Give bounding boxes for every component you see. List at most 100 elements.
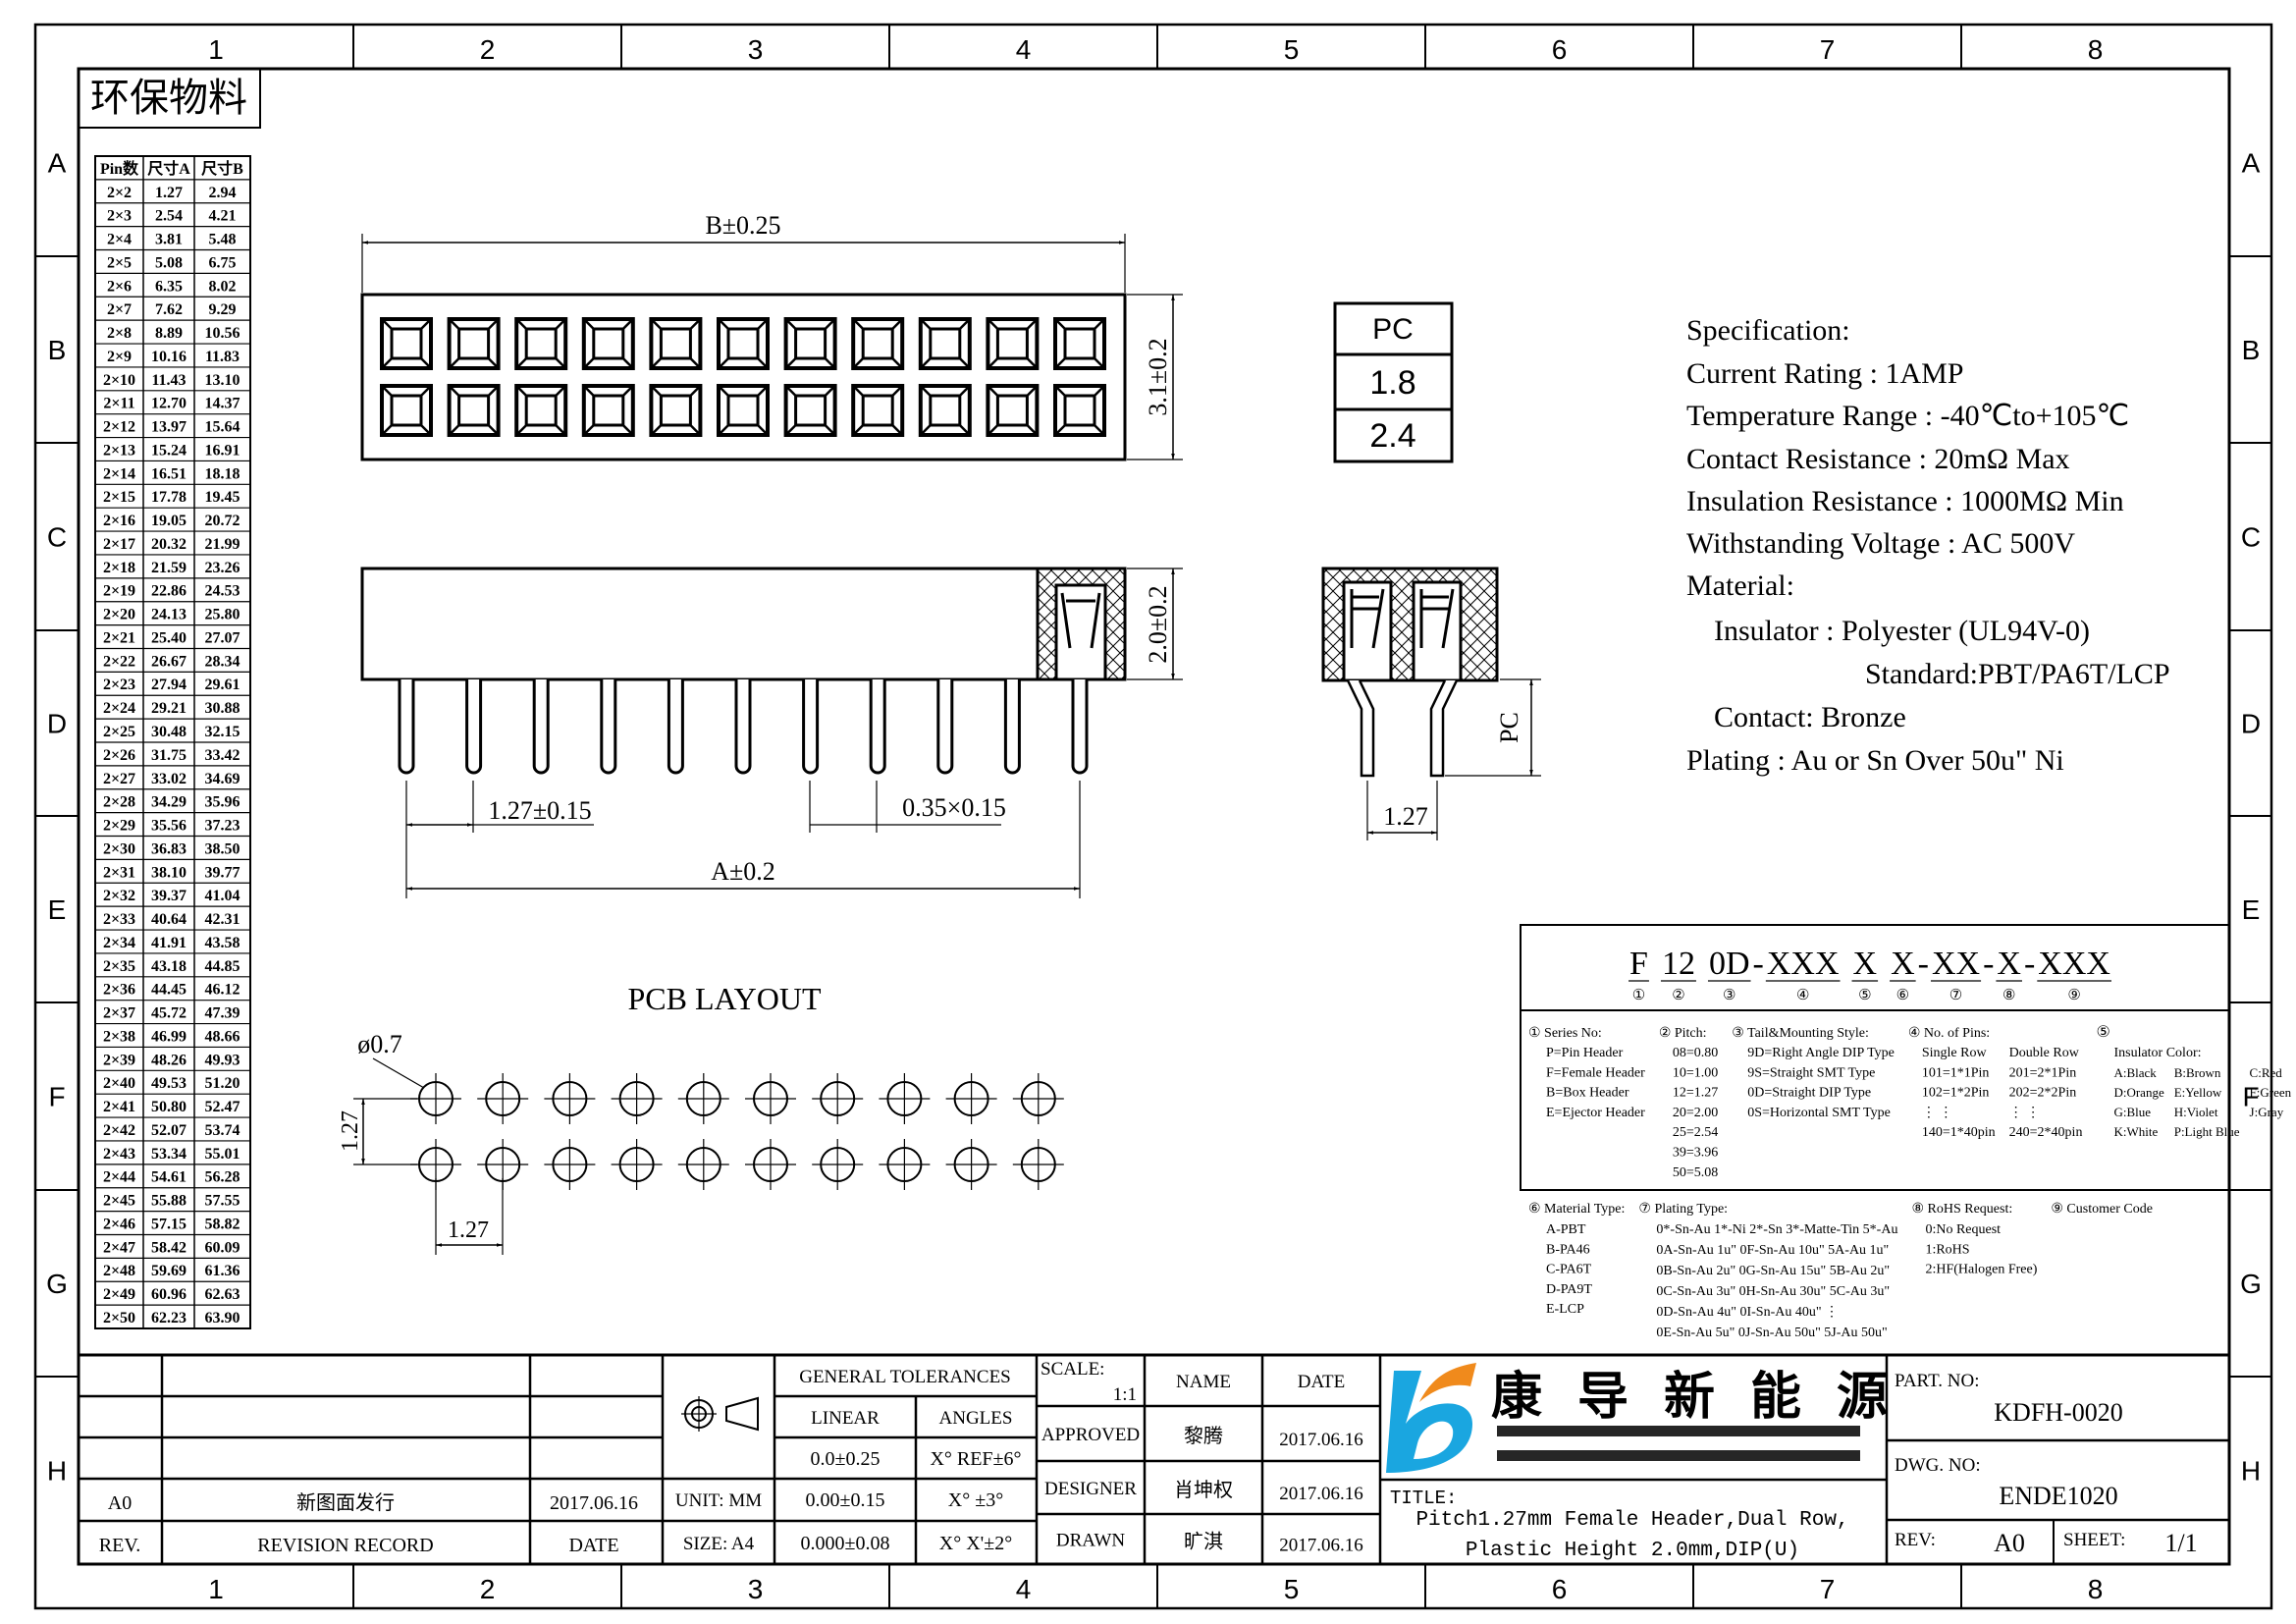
legend-item: 1:RoHS [1925, 1242, 1969, 1257]
legend-item: 08=0.80 [1673, 1046, 1718, 1060]
cavity-chamfer [718, 357, 729, 369]
cavity-chamfer [621, 424, 634, 436]
pin-table-cell: 18.18 [205, 465, 240, 482]
contact-cavity [918, 384, 972, 437]
cavity-chamfer [852, 318, 865, 330]
top-view-housing [360, 293, 1127, 461]
section-contact-spring [1060, 592, 1101, 649]
cavity-chamfer [420, 357, 432, 369]
legend-item: 9S=Straight SMT Type [1747, 1065, 1875, 1080]
legend-heading: ⑨ Customer Code [2051, 1202, 2153, 1217]
pin-table-cell: 60.96 [151, 1286, 187, 1303]
contact-cavity [581, 384, 635, 437]
pin-table-cell: 2×26 [103, 747, 135, 764]
cavity-chamfer [448, 318, 460, 330]
spec-line: Current Rating : 1AMP [1686, 357, 1964, 390]
cavity-chamfer [487, 357, 500, 369]
cavity-inner [659, 394, 692, 427]
pin-table-cell: 16.91 [205, 442, 240, 459]
zone-col-label: 8 [2088, 34, 2104, 65]
revision-number: A0 [108, 1492, 132, 1514]
contact-cavity [1053, 317, 1106, 370]
pin-table-cell: 46.99 [151, 1028, 187, 1045]
cavity-outer [918, 317, 972, 370]
pin-table-cell: 2×39 [103, 1052, 135, 1068]
cavity-chamfer [555, 385, 567, 397]
pin-table-cell: 29.21 [151, 700, 187, 717]
cavity-inner [1063, 327, 1096, 360]
legend-item: 50=5.08 [1673, 1165, 1718, 1180]
pcb-hole [879, 1073, 931, 1124]
legend-heading: ⑥ Material Type: [1528, 1202, 1625, 1217]
pin-table-cell: 2.94 [209, 185, 237, 201]
pin-table-cell: 15.64 [205, 419, 240, 436]
size-label: SIZE: A4 [683, 1534, 755, 1554]
cavity-chamfer [650, 424, 663, 436]
pin-table-cell: 52.47 [205, 1099, 240, 1115]
cavity-chamfer [919, 357, 932, 369]
pcb-hole [1012, 1139, 1064, 1190]
cavity-inner [524, 394, 558, 427]
cavity-chamfer [987, 424, 999, 436]
pin-table-cell: 53.74 [205, 1122, 240, 1139]
dimension-a-label: A±0.2 [711, 857, 775, 886]
contact-cavity [918, 317, 972, 370]
legend-item: 0B-Sn-Au 2u" 0G-Sn-Au 15u" 5B-Au 2u" [1656, 1264, 1890, 1278]
legend-item: E-LCP [1546, 1302, 1584, 1317]
logo-swoosh [1419, 1363, 1476, 1402]
pin-table-cell: 10.16 [151, 349, 187, 365]
pin-table-cell: 2×38 [103, 1028, 135, 1045]
cavity-inner [995, 394, 1029, 427]
pin-table-cell: 2×37 [103, 1005, 135, 1022]
pin-table-cell: 6.75 [209, 254, 237, 271]
pin-table-cell: 52.07 [151, 1122, 187, 1139]
company-name-char: 能 [1750, 1369, 1801, 1426]
pin-table-cell: 2×6 [107, 278, 132, 295]
cavity-chamfer [987, 318, 999, 330]
pin-table-cell: 2×42 [103, 1122, 135, 1139]
cavity-chamfer [718, 385, 729, 397]
legend-item: C:Red [2250, 1065, 2283, 1080]
revision-header: REVISION RECORD [257, 1535, 433, 1556]
spec-line: Plating : Au or Sn Over 50u" Ni [1686, 744, 2064, 777]
cavity-chamfer [448, 357, 460, 369]
legend-item: ⋮ ⋮ [1922, 1106, 1953, 1120]
legend-heading: ④ No. of Pins: [1908, 1026, 1990, 1041]
pin-table-cell: 2×49 [103, 1286, 135, 1303]
zone-row-label: D [47, 709, 67, 739]
pin-table-cell: 26.67 [151, 653, 187, 670]
cavity-chamfer [784, 385, 797, 397]
pin-table-cell: 2×31 [103, 864, 135, 881]
cavity-chamfer [582, 357, 595, 369]
legend-item: B=Box Header [1546, 1086, 1629, 1101]
cavity-chamfer [381, 318, 393, 330]
pin-table-cell: 30.48 [151, 724, 187, 740]
pin-table-cell: 19.45 [205, 489, 240, 506]
signoff-role: APPROVED [1041, 1425, 1140, 1445]
pin-table-cell: 2×14 [103, 465, 135, 482]
part-code-box [1520, 924, 2230, 1191]
zone-col-label: 8 [2088, 1574, 2104, 1604]
dimension-end-pitch-label: 1.27 [1383, 802, 1428, 831]
pcb-hole [677, 1139, 729, 1190]
legend-item: 0:No Request [1925, 1222, 2001, 1237]
signoff-date: 2017.06.16 [1279, 1536, 1363, 1556]
pin-table-cell: 2×30 [103, 840, 135, 857]
cavity-outer [447, 317, 501, 370]
pin-table-cell: 39.37 [151, 888, 187, 904]
revision-header: DATE [568, 1535, 618, 1556]
part-code-separator: - [1918, 946, 1929, 982]
contact-cavity [447, 384, 501, 437]
cavity-chamfer [852, 357, 865, 369]
legend-heading: ② Pitch: [1659, 1026, 1707, 1041]
pcb-hole [812, 1073, 864, 1124]
cavity-chamfer [621, 318, 634, 330]
part-code-index: ⑤ [1858, 988, 1871, 1003]
cavity-chamfer [381, 424, 393, 436]
pin-table-cell: 2×27 [103, 771, 135, 787]
pcb-hole [945, 1139, 997, 1190]
zone-col-label: 4 [1016, 1574, 1032, 1604]
part-code-index: ⑨ [2067, 988, 2080, 1003]
legend-heading: ⑦ Plating Type: [1638, 1202, 1728, 1217]
legend-item: 0S=Horizontal SMT Type [1747, 1106, 1891, 1120]
